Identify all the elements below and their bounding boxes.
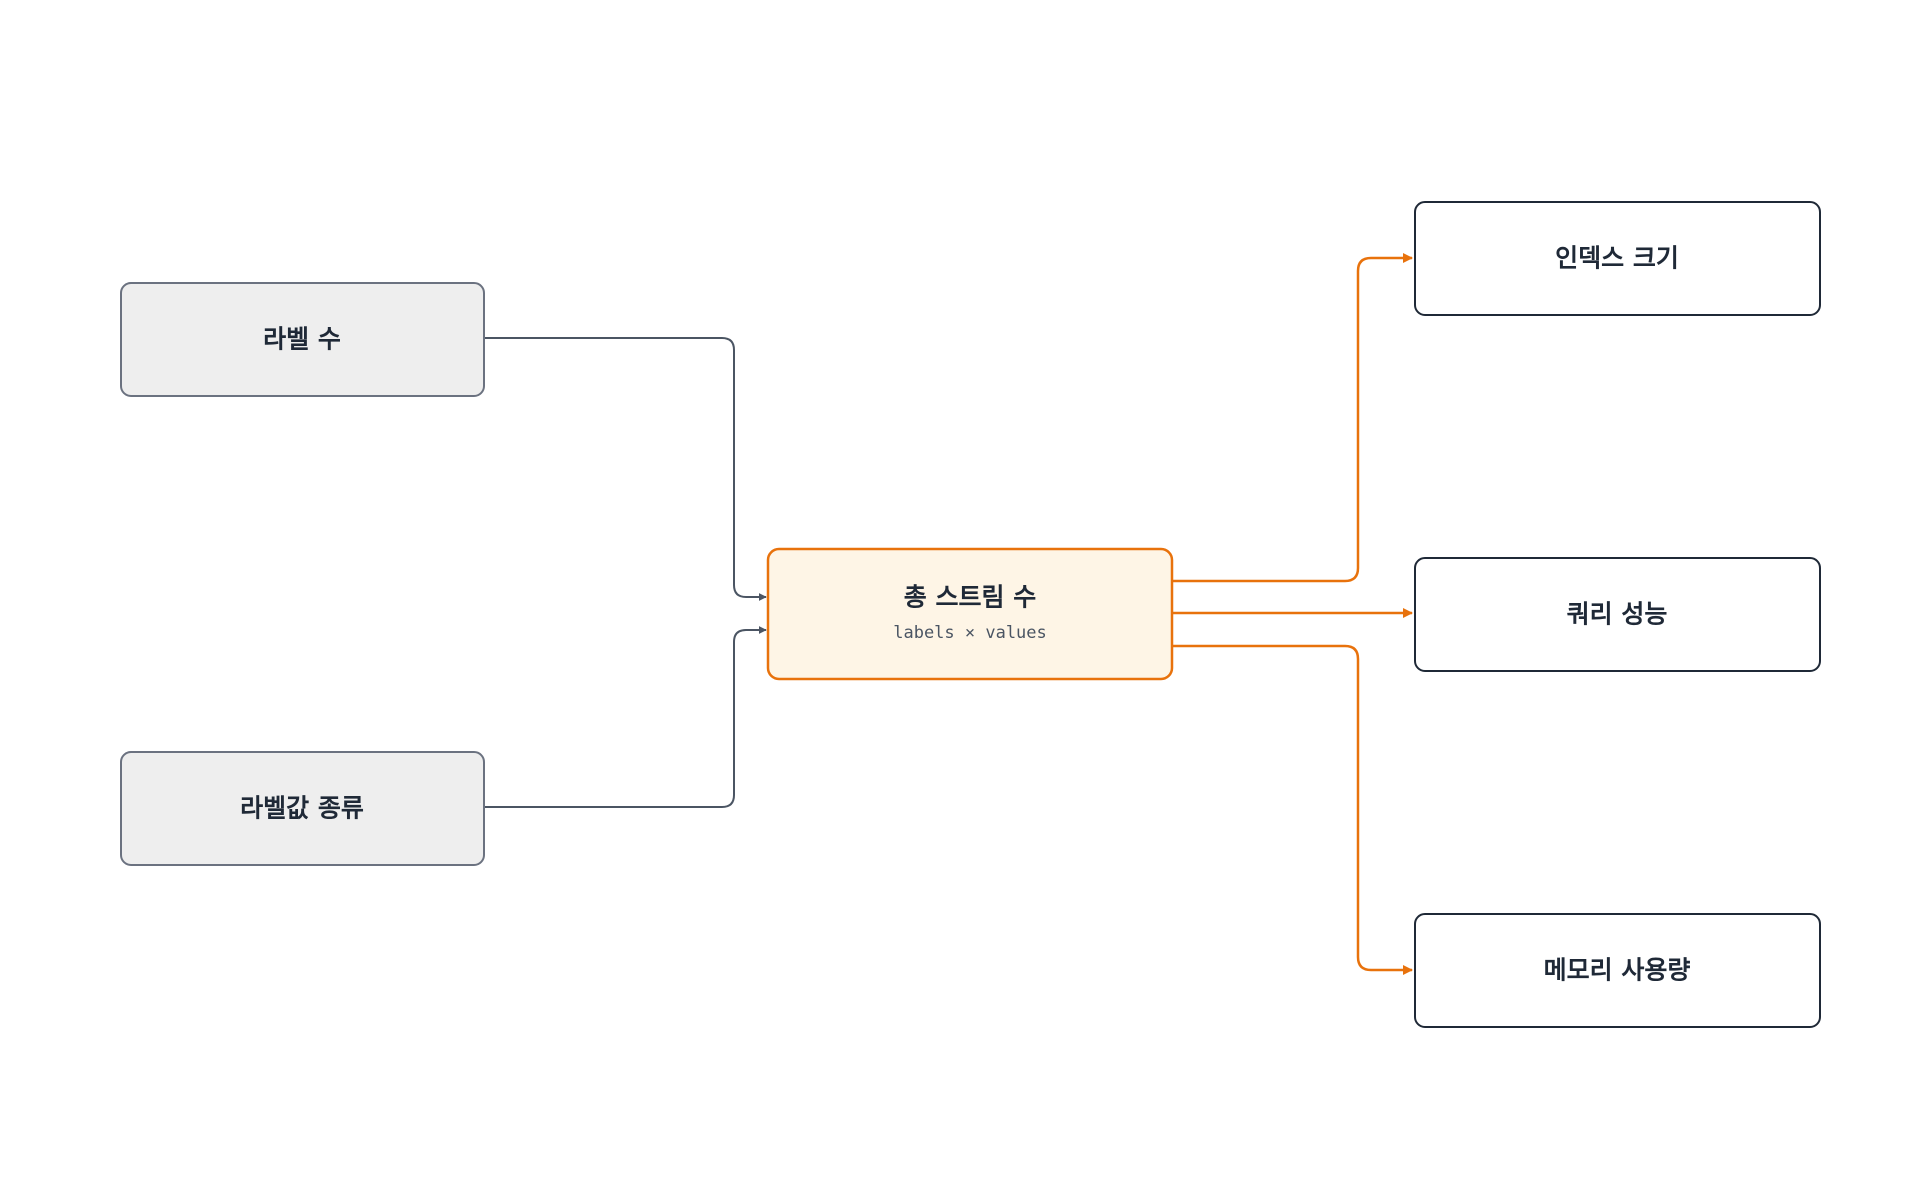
node-label-count: 라벨 수 [120, 282, 485, 397]
edge-total-to-index-size [1172, 253, 1413, 583]
node-label-value-types-text: 라벨값 종류 [240, 794, 364, 823]
edge-label-values-to-total [484, 626, 767, 808]
node-index-size-text: 인덱스 크기 [1555, 244, 1679, 273]
edge-label-count-to-total [484, 337, 767, 601]
node-query-performance-text: 쿼리 성능 [1567, 600, 1668, 629]
node-total-streams: 총 스트림 수 labels × values [766, 547, 1174, 681]
node-index-size: 인덱스 크기 [1414, 201, 1821, 316]
node-label-count-text: 라벨 수 [263, 325, 341, 354]
node-memory-usage: 메모리 사용량 [1414, 913, 1821, 1028]
node-total-streams-text: 총 스트림 수 [904, 583, 1036, 612]
node-memory-usage-text: 메모리 사용량 [1544, 956, 1691, 985]
node-total-streams-formula: labels × values [893, 623, 1047, 643]
node-label-value-types: 라벨값 종류 [120, 751, 485, 866]
edge-total-to-memory-usage [1172, 644, 1413, 975]
node-query-performance: 쿼리 성능 [1414, 557, 1821, 672]
